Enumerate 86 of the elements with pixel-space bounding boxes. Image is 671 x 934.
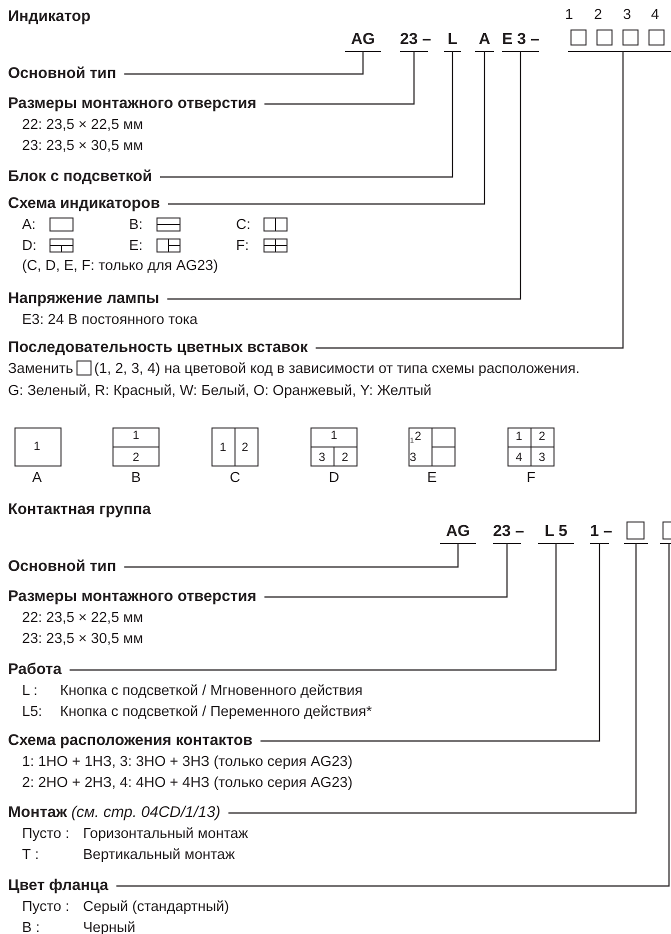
leader-line xyxy=(124,544,459,568)
section-title: Индикатор xyxy=(8,7,91,27)
option-description: Кнопка с подсветкой / Мгновенного действия xyxy=(60,683,363,699)
position-number: 1 xyxy=(132,428,140,442)
position-number: 2 xyxy=(132,450,140,464)
position-number: 1 xyxy=(220,440,226,454)
instruction-text: (1, 2, 3, 4) на цветовой код в зависимости от типа схемы расположения. xyxy=(94,361,580,377)
leader-line xyxy=(264,52,415,105)
code-segment xyxy=(624,521,648,544)
section-heading: Размеры монтажного отверстия xyxy=(8,587,256,607)
code-segment: AG xyxy=(345,29,381,52)
description-text: 23: 23,5 × 30,5 мм xyxy=(22,630,144,648)
option-description: Кнопка с подсветкой / Переменного действия* xyxy=(60,704,372,720)
note-text: (C, D, E, F: только для AG23) xyxy=(22,257,220,276)
section-heading: Основной тип xyxy=(8,64,116,84)
section-heading: Цвет фланца xyxy=(8,876,108,896)
code-segment xyxy=(568,29,671,52)
description-text: 23: 23,5 × 30,5 мм xyxy=(22,136,144,156)
position-number: 3 xyxy=(622,7,632,23)
description-text: G: Зеленый, R: Красный, W: Белый, O: Оранжевый, Y: Желтый xyxy=(8,382,432,400)
position-number: 1 xyxy=(330,428,338,442)
layout-letter: E xyxy=(427,470,437,486)
layout-letter: D xyxy=(328,470,340,486)
leader-line xyxy=(70,544,557,671)
description-text: 1: 1НО + 1НЗ, 3: 3НО + 3НЗ (только серия AG23) xyxy=(22,753,353,772)
description-text: E3: 24 В постоянного тока xyxy=(22,311,198,330)
section-heading: Работа xyxy=(8,660,62,680)
leader-line xyxy=(116,544,670,887)
leader-line xyxy=(168,52,486,205)
option-code: Пусто : xyxy=(22,898,70,917)
leader-line xyxy=(316,52,624,349)
leader-line xyxy=(167,52,522,300)
leader-line xyxy=(124,52,364,75)
position-number: 2 xyxy=(342,450,348,464)
code-segment: AG xyxy=(440,521,476,544)
option-description: Серый (стандартный) xyxy=(83,899,230,915)
description-text: 22: 23,5 × 22,5 мм xyxy=(22,609,144,628)
section-heading: Схема индикаторов xyxy=(8,194,160,214)
position-number: 3 xyxy=(538,450,546,464)
option-code: A: xyxy=(22,216,37,235)
position-number: 2 xyxy=(414,429,422,443)
code-segment: A xyxy=(475,29,494,52)
layout-letter: B xyxy=(131,470,141,486)
layout-letter: C xyxy=(230,470,240,486)
leader-line xyxy=(264,544,508,598)
option-code: C: xyxy=(236,216,252,235)
option-description: Горизонтальный монтаж xyxy=(83,826,248,842)
layout-letter: F xyxy=(526,470,536,486)
code-segment: L xyxy=(444,29,461,52)
leader-line xyxy=(160,52,454,178)
option-description: Вертикальный монтаж xyxy=(83,846,235,862)
layout-letter: A xyxy=(32,470,42,486)
section-heading: Схема расположения контактов xyxy=(8,731,252,751)
position-number: 1 xyxy=(516,429,522,443)
description-text: 22: 23,5 × 22,5 мм xyxy=(22,116,144,135)
option-code: B : xyxy=(22,918,41,934)
option-code: F: xyxy=(236,236,250,256)
option-code: Т : xyxy=(22,846,40,864)
option-code: D: xyxy=(22,236,38,256)
description-text: 2: 2НО + 2НЗ, 4: 4НО + 4НЗ (только серия AG23) xyxy=(22,774,353,792)
option-code: L5: xyxy=(22,702,44,722)
position-number: 1 xyxy=(564,7,574,23)
option-code: B: xyxy=(129,216,144,235)
section-heading: Основной тип xyxy=(8,557,116,577)
leader-line xyxy=(228,544,637,814)
option-code: Пусто : xyxy=(22,825,70,844)
section-heading: Монтаж (см. стр. 04CD/1/13) xyxy=(8,803,220,823)
position-number: 4 xyxy=(650,7,660,23)
position-number: 3 xyxy=(318,450,326,464)
option-code: L : xyxy=(22,682,39,701)
instruction-text: Заменить xyxy=(8,361,74,377)
section-heading: Размеры монтажного отверстия xyxy=(8,94,256,114)
leader-line xyxy=(260,544,600,742)
position-number: 1 xyxy=(34,439,40,453)
section-heading: Блок с подсветкой xyxy=(8,167,152,187)
section-heading: Напряжение лампы xyxy=(8,289,160,309)
code-segment: L 5 xyxy=(538,521,574,544)
position-number: 4 xyxy=(516,450,522,464)
code-segment: E 3 – xyxy=(502,29,539,52)
position-number: 2 xyxy=(242,440,248,454)
section-title: Контактная группа xyxy=(8,500,151,520)
section-heading: Последовательность цветных вставок xyxy=(8,338,308,358)
position-number: 2 xyxy=(538,429,546,443)
position-number: 2 xyxy=(594,7,602,23)
option-code: E: xyxy=(129,236,144,256)
position-number: 3 xyxy=(410,450,416,464)
